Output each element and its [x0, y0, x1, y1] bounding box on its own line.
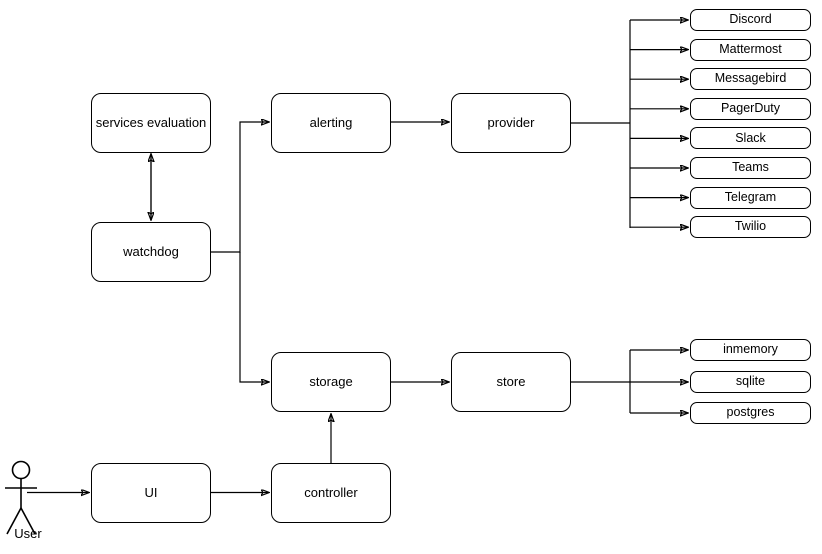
user-actor-label: User	[14, 526, 42, 541]
node-provider-pagerduty[interactable]: PagerDuty	[690, 97, 811, 120]
node-controller[interactable]: controller	[271, 463, 391, 523]
node-services-evaluation[interactable]: services evaluation	[91, 93, 211, 153]
node-provider-teams[interactable]: Teams	[690, 157, 811, 179]
user-actor[interactable]	[0, 452, 56, 552]
node-alerting[interactable]: alerting	[271, 93, 391, 153]
node-ui[interactable]: UI	[91, 463, 211, 523]
node-watchdog[interactable]: watchdog	[91, 222, 211, 282]
node-provider-discord[interactable]: Discord	[690, 9, 811, 31]
node-store-inmemory[interactable]: inmemory	[690, 339, 811, 361]
node-store[interactable]: store	[451, 352, 571, 412]
node-store-postgres[interactable]: postgres	[690, 402, 811, 424]
node-provider[interactable]: provider	[451, 93, 571, 153]
edge-watchdog-alerting	[211, 122, 269, 253]
node-provider-telegram[interactable]: Telegram	[690, 186, 811, 209]
stick-figure-actor-icon	[5, 460, 37, 535]
node-provider-twilio[interactable]: Twilio	[690, 216, 811, 239]
node-store-sqlite[interactable]: sqlite	[690, 371, 811, 393]
node-storage[interactable]: storage	[271, 352, 391, 412]
node-provider-messagebird[interactable]: Messagebird	[690, 68, 811, 91]
edge-watchdog-storage	[239, 252, 269, 382]
node-provider-mattermost[interactable]: Mattermost	[690, 38, 811, 61]
node-provider-slack[interactable]: Slack	[690, 127, 811, 150]
